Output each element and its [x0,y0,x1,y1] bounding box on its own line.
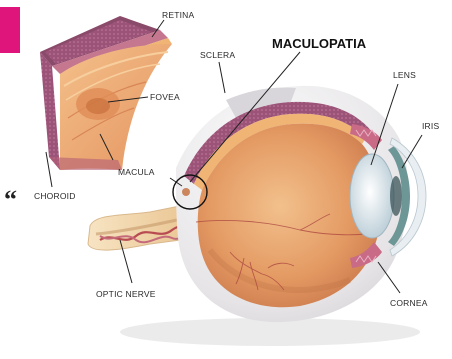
label-iris: IRIS [422,121,439,131]
label-sclera: SCLERA [200,50,235,60]
label-macula: MACULA [118,167,155,177]
label-optic-nerve: OPTIC NERVE [96,289,156,299]
label-fovea: FOVEA [150,92,180,102]
eyeball [88,86,426,346]
label-choroid: CHOROID [34,191,76,201]
diagram-title: MACULOPATIA [272,36,367,51]
label-retina: RETINA [162,10,194,20]
lens-shape [350,154,394,238]
label-cornea: CORNEA [390,298,428,308]
label-lens: LENS [393,70,416,80]
quote-mark: “ [4,185,17,214]
accent-block [0,7,20,53]
